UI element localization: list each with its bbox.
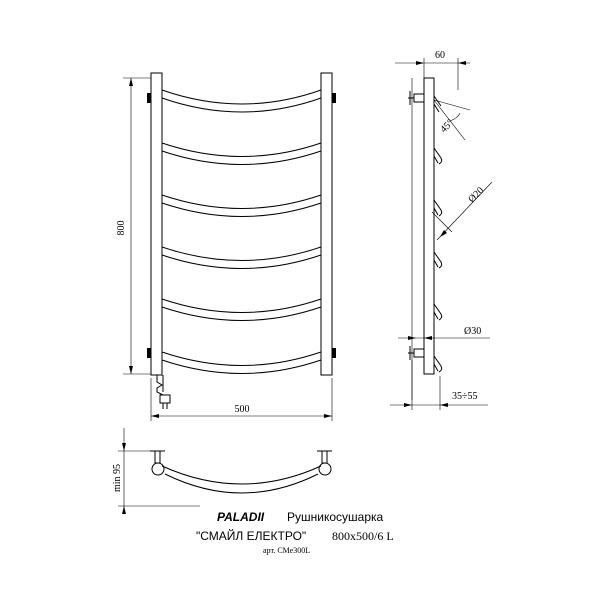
- pipe-diameter-label: Ø20: [466, 185, 486, 205]
- mount-diameter-dimension: Ø30: [398, 326, 490, 340]
- min-depth-dimension: min 95: [112, 428, 200, 514]
- product-name: Рушникосушарка: [287, 510, 384, 524]
- height-dimension: 800: [116, 77, 151, 375]
- angle-dimension: 45°: [433, 99, 471, 141]
- power-cord-icon: [156, 375, 171, 409]
- side-bracket-bottom: [408, 346, 425, 360]
- mount-knob-bottom-left: [147, 348, 151, 358]
- width-label: 500: [235, 404, 250, 415]
- mount-knob-bottom-right: [332, 348, 336, 358]
- right-post: [320, 72, 333, 376]
- wall-offset-dimension: 35÷55: [390, 360, 488, 410]
- top-mount-left: [150, 450, 165, 476]
- mount-knob-top-right: [332, 93, 336, 103]
- wall-offset-label: 35÷55: [452, 391, 478, 402]
- title-block: PALADII Рушникосушарка "СМАЙЛ ЕЛЕКТРО" 8…: [196, 510, 394, 555]
- width-dimension: 500: [150, 378, 333, 421]
- top-view: min 95: [112, 428, 332, 514]
- min-depth-label: min 95: [112, 464, 123, 492]
- height-label: 800: [116, 221, 127, 236]
- front-view: 800 500: [116, 72, 336, 421]
- brand-name: PALADII: [217, 510, 265, 524]
- article-number: арт. СМе300L: [263, 546, 310, 555]
- curved-rungs: [161, 89, 322, 374]
- side-post: [423, 77, 435, 375]
- depth-dimension: 60: [395, 50, 470, 90]
- top-mount-right: [317, 450, 332, 476]
- side-rung-stubs: [433, 95, 443, 373]
- mount-knob-top-left: [147, 93, 151, 103]
- side-view: 60 45° Ø20 Ø30: [390, 50, 493, 410]
- angle-label: 45°: [438, 117, 456, 135]
- side-bracket-top: [408, 91, 425, 105]
- depth-label: 60: [435, 50, 445, 61]
- left-post: [150, 72, 163, 376]
- mount-diameter-label: Ø30: [464, 326, 481, 337]
- model-size: 800x500/6 L: [332, 529, 394, 543]
- model-name: "СМАЙЛ ЕЛЕКТРО": [196, 528, 306, 543]
